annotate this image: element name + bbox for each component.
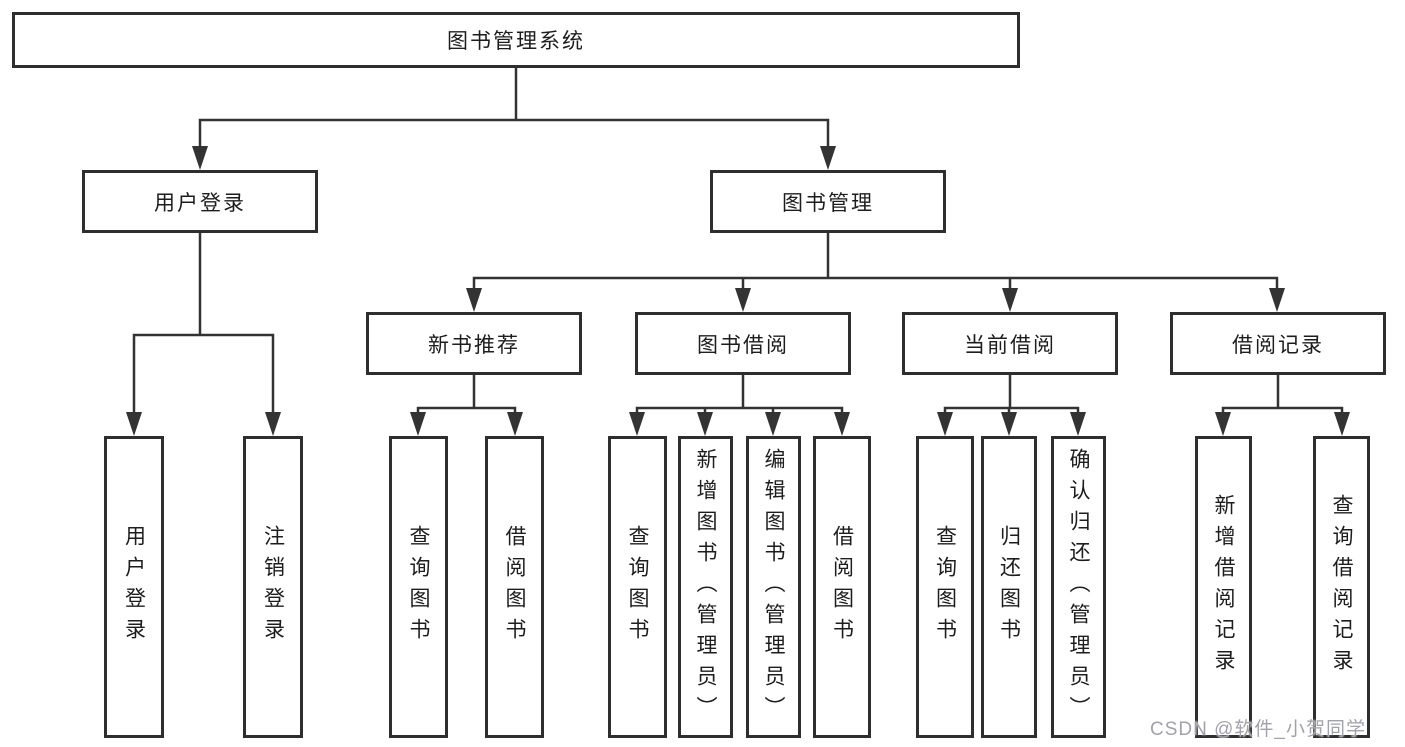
- node-label: 图书管理: [782, 191, 874, 215]
- leaf-label: 归还图书: [997, 525, 1021, 649]
- arrowheads: [126, 146, 1350, 436]
- node-label: 图书管理系统: [447, 30, 585, 53]
- leaf-label: 新增借阅记录: [1212, 494, 1235, 680]
- leaf-add-borrow-record: 新增借阅记录: [1195, 436, 1252, 738]
- leaf-label: 新增图书（管理员）: [694, 447, 717, 727]
- leaf-label: 查询图书: [626, 525, 649, 649]
- csdn-watermark: CSDN @软件_小贺同学: [1150, 719, 1366, 740]
- node-label: 当前借阅: [964, 333, 1056, 357]
- node-label: 新书推荐: [428, 333, 520, 357]
- leaf-confirm-return-admin: 确认归还（管理员）: [1051, 436, 1106, 738]
- leaf-label: 借阅图书: [503, 525, 526, 649]
- node-label: 用户登录: [154, 191, 246, 215]
- leaf-label: 用户登录: [122, 525, 146, 649]
- leaf-return-books: 归还图书: [981, 436, 1037, 738]
- leaf-label: 注销登录: [261, 525, 285, 649]
- leaf-borrow-books: 借阅图书: [813, 436, 871, 738]
- node-library-management-system: 图书管理系统: [12, 12, 1020, 68]
- leaf-query-books-current: 查询图书: [916, 436, 974, 738]
- node-current-borrow: 当前借阅: [902, 312, 1118, 375]
- leaf-label: 借阅图书: [830, 525, 854, 649]
- leaf-label: 查询图书: [407, 525, 430, 649]
- leaf-logout-login: 注销登录: [243, 436, 303, 738]
- node-user-login: 用户登录: [82, 170, 318, 233]
- leaf-add-books-admin: 新增图书（管理员）: [678, 436, 733, 738]
- node-new-book-recommend: 新书推荐: [366, 312, 582, 375]
- leaf-label: 确认归还（管理员）: [1067, 447, 1090, 727]
- leaf-query-borrow-record: 查询借阅记录: [1313, 436, 1370, 738]
- node-label: 借阅记录: [1232, 333, 1324, 357]
- node-book-management: 图书管理: [710, 170, 946, 233]
- leaf-label: 查询图书: [933, 525, 957, 649]
- leaf-borrow-books-newrec: 借阅图书: [485, 436, 544, 738]
- leaf-query-books-borrow: 查询图书: [608, 436, 667, 738]
- node-book-borrow: 图书借阅: [635, 312, 851, 375]
- node-label: 图书借阅: [697, 333, 789, 357]
- leaf-user-login: 用户登录: [104, 436, 164, 738]
- node-borrow-records: 借阅记录: [1170, 312, 1386, 375]
- leaf-label: 查询借阅记录: [1330, 494, 1353, 680]
- leaf-edit-books-admin: 编辑图书（管理员）: [746, 436, 801, 738]
- leaf-label: 编辑图书（管理员）: [762, 447, 785, 727]
- leaf-query-books-newrec: 查询图书: [389, 436, 448, 738]
